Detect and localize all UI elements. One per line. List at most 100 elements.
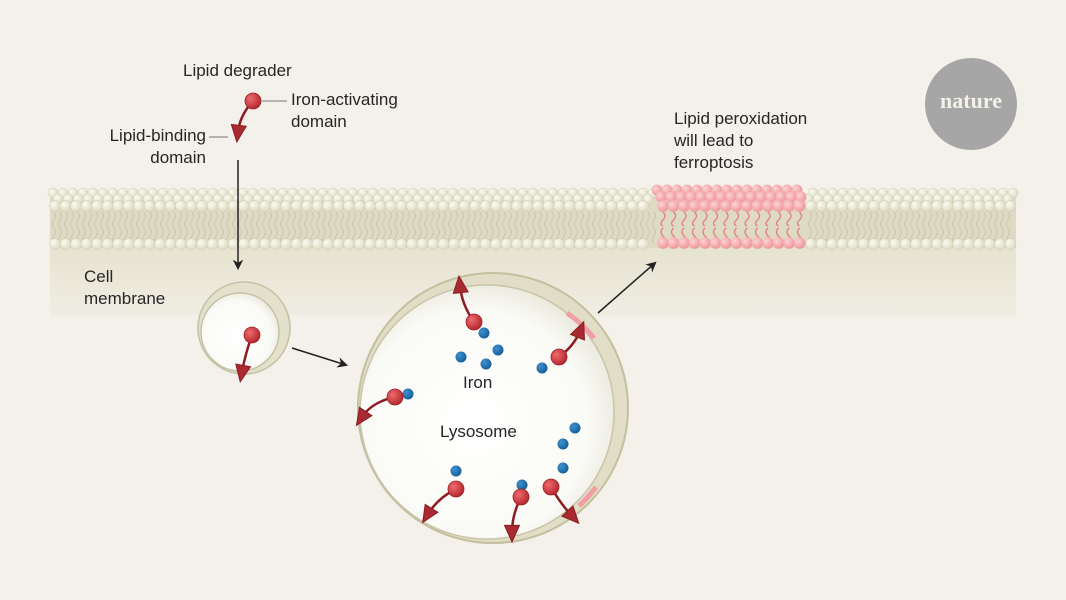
lipid-head (112, 200, 124, 212)
lipid-head (899, 238, 912, 250)
lipid-head (70, 200, 82, 212)
lipid-head (311, 200, 324, 212)
lipid-head (91, 238, 103, 250)
peroxidized-head (720, 200, 732, 212)
lipid-head (80, 238, 93, 250)
lipid-head (931, 200, 943, 212)
iron-ion (455, 351, 467, 363)
lipid-head (290, 200, 303, 212)
iron-ion (516, 479, 528, 491)
iron-ion (557, 462, 569, 474)
lipid-degrader (230, 92, 262, 144)
lipid-head (973, 238, 985, 250)
lipid-binding-domain (422, 503, 439, 524)
lipid-head (616, 238, 628, 250)
lipid-head (994, 238, 1006, 250)
peroxidized-head (688, 237, 701, 249)
lipid-head (437, 238, 450, 250)
peroxidized-head (783, 237, 795, 249)
lipid-head (605, 238, 618, 250)
lipid-head (290, 238, 303, 250)
lipid-head (616, 200, 628, 212)
lipid-head (122, 238, 135, 250)
iron-ion (478, 327, 490, 339)
iron-activating-domain (244, 92, 262, 110)
lipid-head (238, 238, 250, 250)
iron-activating-domain (447, 480, 465, 498)
lipid-head (280, 200, 292, 212)
lipid-head (353, 200, 366, 212)
iron-ion (492, 344, 504, 356)
peroxidized-head (775, 191, 787, 203)
lipid-head (521, 200, 534, 212)
lipid-head (637, 200, 649, 212)
peroxidized-head (678, 200, 690, 212)
lipid-head (889, 200, 901, 212)
peroxidized-head (667, 237, 680, 249)
lipid-head (868, 238, 880, 250)
lipid-degrader (452, 274, 483, 331)
lipid-head (889, 238, 901, 250)
lipid-degrader (542, 478, 580, 525)
lipid-degrader (550, 320, 585, 366)
label-lysosome: Lysosome (440, 422, 517, 441)
lipid-head (490, 238, 502, 250)
arrow-lysosome-to-peroxidation (597, 261, 657, 314)
lipid-head (80, 200, 93, 212)
peroxidized-head (783, 200, 795, 212)
lipid-head (878, 200, 891, 212)
lipid-head (532, 200, 544, 212)
peroxidized-head (715, 191, 727, 203)
lipid-head (311, 238, 324, 250)
lipid-head (448, 238, 460, 250)
iron-ion (450, 465, 462, 477)
lysosome-inner-membrane (359, 284, 615, 540)
peroxidized-head (751, 200, 764, 212)
lipid-head (962, 200, 975, 212)
lipid-head (847, 200, 859, 212)
lipid-head (479, 238, 492, 250)
lipid-head (154, 200, 166, 212)
label-lipid-binding-domain: Lipid-binding domain (109, 126, 206, 167)
lipid-head (59, 200, 72, 212)
peroxidized-head (657, 237, 669, 249)
lipid-head (206, 238, 219, 250)
iron-ion (480, 358, 492, 370)
lipid-head (532, 238, 544, 250)
lipid-head (133, 238, 145, 250)
lipid-degrader (422, 480, 465, 524)
lipid-binding-domain (569, 320, 585, 341)
iron-ion (557, 438, 569, 450)
lipid-head (196, 200, 208, 212)
lipid-head (595, 238, 607, 250)
peroxidized-head (699, 237, 711, 249)
peroxidized-head (762, 200, 774, 212)
lipid-head (542, 200, 555, 212)
lipid-head (899, 200, 912, 212)
lipid-head (920, 200, 933, 212)
label-lipid-degrader: Lipid degrader (183, 61, 292, 80)
iron-ion (402, 388, 414, 400)
lipid-head (343, 238, 355, 250)
lipid-head (605, 200, 618, 212)
peroxidized-head (665, 191, 677, 203)
lipid-head (59, 238, 72, 250)
peroxidized-head (675, 191, 687, 203)
lipid-head (395, 200, 408, 212)
peroxidized-head (741, 200, 753, 212)
peroxidized-head (709, 237, 722, 249)
lipid-head (500, 200, 513, 212)
peroxidized-head (741, 237, 753, 249)
peroxidized-head (735, 191, 747, 203)
lipid-head (259, 238, 271, 250)
lipid-head (164, 238, 177, 250)
peroxidized-head (725, 191, 737, 203)
lipid-head (332, 200, 345, 212)
lipid-head (626, 200, 639, 212)
peroxidized-head (688, 200, 701, 212)
lipid-head (332, 238, 345, 250)
iron-ion (536, 362, 548, 374)
lipid-head (385, 238, 397, 250)
lipid-head (815, 200, 828, 212)
